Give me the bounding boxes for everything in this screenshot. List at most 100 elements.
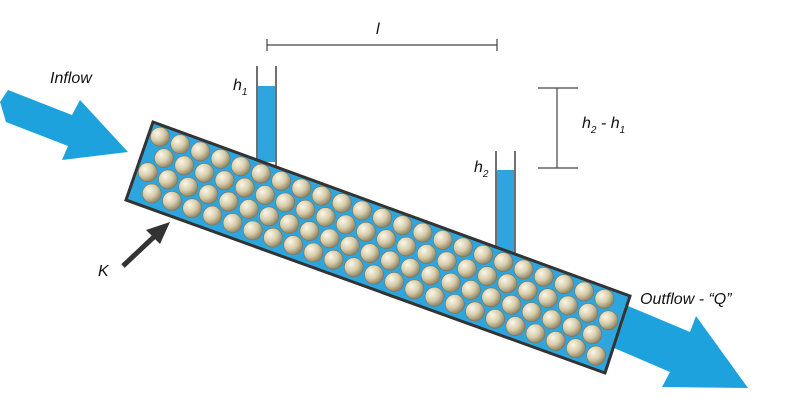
soil-particle (364, 264, 384, 285)
soil-particle (339, 236, 360, 256)
soil-particle (331, 193, 352, 213)
soil-particle (178, 177, 198, 197)
soil-particle (295, 199, 316, 220)
soil-particle (521, 302, 542, 322)
soil-particle (497, 273, 518, 294)
soil-particle (158, 169, 178, 190)
soil-particle (533, 266, 554, 287)
inflow-arrow-icon (0, 90, 128, 160)
soil-particle (343, 257, 364, 278)
soil-particle (453, 237, 473, 258)
soil-particle (174, 155, 194, 176)
soil-particle (485, 308, 506, 329)
soil-particle (291, 178, 312, 199)
soil-particle (420, 265, 441, 286)
soil-particle (465, 301, 485, 322)
soil-particle (279, 213, 300, 234)
soil-particle (392, 215, 413, 235)
soil-particle (372, 208, 393, 228)
soil-particle (598, 310, 619, 331)
soil-particle (380, 250, 401, 271)
soil-particle (537, 288, 558, 309)
soil-particle (315, 207, 336, 227)
head-difference-dimension (538, 87, 578, 169)
soil-particle (162, 191, 182, 211)
outflow-label: Outflow - “Q” (640, 291, 732, 308)
soil-particle (562, 317, 582, 337)
h1-label: h1 (233, 77, 247, 98)
soil-particle (323, 249, 344, 270)
soil-particle (525, 323, 546, 344)
soil-particle (150, 127, 170, 147)
soil-particle (493, 252, 514, 272)
soil-particle (440, 272, 461, 293)
soil-particle (271, 171, 292, 191)
k-pointer-arrow-icon (121, 222, 170, 268)
soil-particle (299, 221, 320, 241)
soil-particle (376, 229, 397, 249)
soil-particle (142, 183, 162, 204)
outflow-arrow-icon (614, 306, 748, 388)
soil-particle (412, 222, 433, 243)
standpipe-h1 (256, 66, 277, 168)
soil-particle (190, 141, 211, 162)
soil-particle (582, 324, 603, 345)
soil-particle (214, 170, 235, 191)
soil-particle (194, 163, 215, 183)
soil-particle (182, 198, 202, 219)
soil-particle (263, 227, 283, 248)
soil-particle (360, 243, 380, 263)
soil-particle (319, 228, 340, 249)
soil-particle (239, 199, 259, 219)
soil-particle (554, 274, 574, 295)
soil-particle (473, 244, 494, 265)
soil-particle (594, 289, 615, 309)
soil-particle (477, 266, 498, 286)
soil-particle (138, 162, 158, 182)
soil-particle (283, 235, 304, 255)
soil-particle (444, 294, 465, 314)
soil-particle (356, 222, 376, 242)
soil-particle (218, 191, 239, 212)
soil-particles (138, 127, 619, 366)
standpipe-h2 (495, 151, 516, 258)
soil-particle (352, 200, 372, 221)
soil-particle (396, 236, 417, 257)
inflow-label: Inflow (50, 70, 93, 87)
soil-particle (311, 186, 332, 206)
soil-particle (424, 286, 445, 307)
soil-particle (222, 213, 243, 233)
soil-particle (586, 345, 606, 366)
soil-particle (517, 280, 538, 301)
soil-particle (513, 259, 534, 280)
length-label: l (376, 21, 380, 38)
soil-particle (275, 192, 296, 213)
soil-particle (202, 205, 223, 226)
soil-particle (457, 258, 477, 279)
soil-particle (461, 280, 481, 300)
tube-outline (124, 120, 632, 375)
soil-particle (400, 258, 421, 278)
soil-particle (578, 303, 599, 323)
soil-particle (235, 177, 255, 198)
soil-particle (404, 279, 425, 300)
soil-particle (481, 287, 502, 308)
soil-particle (545, 331, 566, 351)
soil-particle (154, 148, 174, 168)
length-dimension (266, 39, 498, 51)
soil-particle (251, 163, 271, 184)
soil-particle (335, 214, 356, 235)
soil-particle (436, 251, 457, 272)
soil-particle (432, 230, 453, 250)
h2-label: h2 (474, 159, 489, 180)
soil-particle (243, 220, 263, 241)
soil-particle (566, 338, 586, 359)
soil-particle (231, 156, 251, 177)
soil-particle (198, 184, 219, 205)
soil-column (124, 120, 632, 375)
k-label: K (98, 263, 110, 280)
soil-particle (384, 272, 405, 292)
soil-particle (303, 242, 324, 263)
soil-particle (558, 295, 578, 316)
